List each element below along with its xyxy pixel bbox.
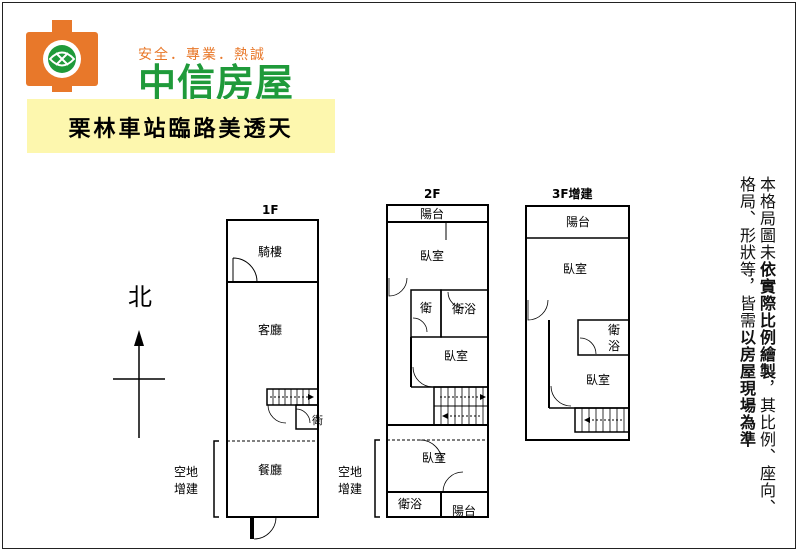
disclaimer-note: 本格局圖未依實際比例繪製，其比例、座向、格局、形狀等，皆需以房屋現場為準	[720, 176, 776, 516]
compass-north-label: 北	[128, 283, 152, 311]
floor-1f-label: 1F	[262, 203, 279, 217]
note-text: ，其比例、座	[757, 380, 776, 482]
room-bedroom-3: 臥室	[422, 450, 446, 465]
room-3f-bedroom-1: 臥室	[563, 261, 587, 276]
room-balcony-bottom: 陽台	[452, 503, 476, 518]
floor-3f: 3F增建 陽台 臥室 衛 浴 臥室	[525, 186, 630, 441]
brand-emblem-icon	[26, 20, 98, 92]
floor-3f-label: 3F增建	[552, 186, 594, 201]
room-bath-1f: 衛	[312, 414, 323, 427]
note-text: 向、格局、形狀等，皆需	[737, 176, 776, 516]
room-3f-balcony: 陽台	[566, 214, 590, 229]
listing-title-box: 栗林車站臨路美透天	[27, 99, 335, 153]
floor-2f: 2F 陽台 臥室 衛 衛浴 臥室 臥室 衛浴	[338, 187, 489, 518]
floor-1f: 1F 騎樓 客廳 餐廳 衛 空地 增建	[174, 203, 323, 540]
door-icon	[250, 517, 254, 539]
brand-logo: 安全．專業．熱誠 中信房屋	[26, 20, 331, 102]
listing-title: 栗林車站臨路美透天	[68, 117, 294, 142]
floor-1f-outline	[226, 219, 319, 518]
room-3f-bath-2: 浴	[608, 339, 620, 353]
room-living: 客廳	[258, 322, 282, 337]
floor-2f-label: 2F	[424, 187, 441, 201]
compass: 北	[113, 283, 165, 438]
room-bath: 衛浴	[452, 302, 476, 316]
room-dining: 餐廳	[258, 462, 282, 477]
brand-name: 中信房屋	[138, 61, 295, 105]
room-balcony-top: 陽台	[420, 206, 444, 221]
floor-2f-outline	[386, 204, 489, 518]
room-arcade: 騎樓	[258, 244, 282, 259]
note-emphasis: 依實際比例繪製	[757, 261, 776, 380]
room-3f-bedroom-2: 臥室	[586, 372, 610, 387]
f2-side-label-1: 空地	[338, 465, 362, 479]
note-text: 本格局圖未	[757, 176, 776, 261]
note-emphasis: 以房屋現場為準	[737, 329, 756, 448]
room-3f-bath-1: 衛	[608, 323, 620, 337]
stair-icon	[574, 407, 630, 433]
door-icon	[232, 257, 258, 283]
f1-side-label-2: 增建	[174, 482, 198, 496]
room-bedroom-2: 臥室	[444, 348, 468, 363]
room-bedroom-1: 臥室	[420, 248, 444, 263]
room-bath-2: 衛浴	[398, 497, 422, 511]
stair-icon	[266, 388, 319, 406]
compass-arrow-icon	[134, 330, 144, 346]
f2-side-label-2: 增建	[338, 482, 362, 496]
f1-side-label-1: 空地	[174, 465, 198, 479]
room-wc: 衛	[420, 301, 432, 315]
brand-slogan: 安全．專業．熱誠	[138, 47, 266, 63]
bath-1f	[295, 404, 319, 430]
